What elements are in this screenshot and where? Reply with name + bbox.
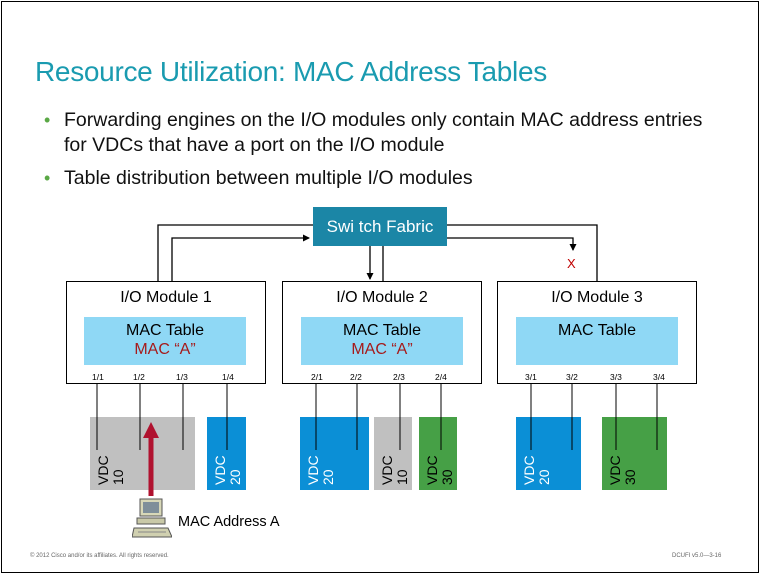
mac-table-title: MAC Table bbox=[558, 322, 636, 339]
bullet-item: • Table distribution between multiple I/… bbox=[44, 166, 724, 191]
io-module-1: I/O Module 1 MAC Table MAC “A” 1/1 1/2 1… bbox=[66, 281, 266, 384]
io-module-3: I/O Module 3 MAC Table 3/1 3/2 3/3 3/4 bbox=[497, 281, 697, 384]
bullet-text: Forwarding engines on the I/O modules on… bbox=[64, 109, 703, 156]
module-title: I/O Module 1 bbox=[120, 289, 212, 306]
footer-course-code: DCUFI v5.0—3-16 bbox=[672, 553, 722, 559]
slide-title: Resource Utilization: MAC Address Tables bbox=[35, 56, 547, 87]
mac-table: MAC Table bbox=[516, 317, 678, 365]
mac-table-entry: MAC “A” bbox=[351, 341, 413, 358]
arrow-fabric-blocked bbox=[447, 237, 577, 251]
line-fabric-to-mod3 bbox=[447, 224, 598, 281]
port-label: 3/2 bbox=[566, 372, 578, 382]
mac-table: MAC Table MAC “A” bbox=[84, 317, 246, 365]
blocked-x-marker: X bbox=[567, 256, 576, 271]
port-label: 1/2 bbox=[133, 372, 145, 382]
line-mod1-to-fabric bbox=[157, 224, 313, 281]
mac-table: MAC Table MAC “A” bbox=[301, 317, 463, 365]
computer-icon bbox=[132, 498, 172, 538]
bullet-item: • Forwarding engines on the I/O modules … bbox=[44, 108, 724, 158]
bullet-dot-icon: • bbox=[44, 110, 51, 130]
footer-copyright: © 2012 Cisco and/or its affiliates. All … bbox=[30, 553, 169, 559]
port-label: 2/1 bbox=[311, 372, 323, 382]
mac-table-title: MAC Table bbox=[126, 322, 204, 339]
bullet-text: Table distribution between multiple I/O … bbox=[64, 167, 473, 189]
host-label: MAC Address A bbox=[178, 514, 280, 530]
port-label: 1/4 bbox=[222, 372, 234, 382]
module-title: I/O Module 3 bbox=[551, 289, 643, 306]
bullet-list: • Forwarding engines on the I/O modules … bbox=[44, 108, 724, 199]
port-label: 1/3 bbox=[176, 372, 188, 382]
mac-table-title: MAC Table bbox=[343, 322, 421, 339]
arrow-mod1-to-fabric bbox=[171, 234, 310, 281]
port-label: 3/3 bbox=[610, 372, 622, 382]
port-label: 2/3 bbox=[393, 372, 405, 382]
port-label: 1/1 bbox=[92, 372, 104, 382]
module-title: I/O Module 2 bbox=[336, 289, 428, 306]
bullet-dot-icon: • bbox=[44, 168, 51, 188]
switch-fabric: Swi tch Fabric bbox=[313, 207, 447, 246]
port-label: 3/1 bbox=[525, 372, 537, 382]
port-label: 2/2 bbox=[350, 372, 362, 382]
io-module-2: I/O Module 2 MAC Table MAC “A” 2/1 2/2 2… bbox=[282, 281, 482, 384]
port-label: 2/4 bbox=[435, 372, 447, 382]
mac-table-entry: MAC “A” bbox=[134, 341, 196, 358]
port-label: 3/4 bbox=[653, 372, 665, 382]
